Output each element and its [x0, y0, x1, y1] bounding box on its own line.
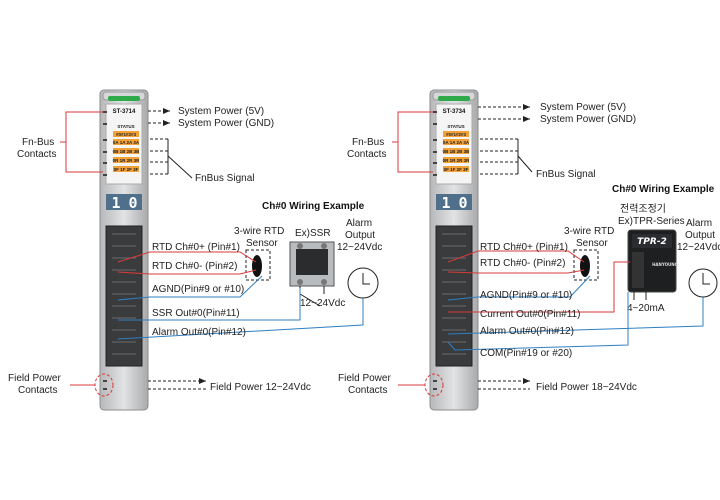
left-system-power-gnd: System Power (GND): [178, 118, 274, 129]
left-status-label: STATUS: [117, 124, 134, 129]
right-led-row-4: 0F 1F 2F 3F: [444, 167, 469, 172]
left-wire-label-0: RTD Ch#0+ (Pin#1): [152, 242, 240, 253]
left-channel-digit-0: 0: [128, 194, 137, 212]
right-status-bar: [438, 96, 470, 101]
left-wire-ssr: [118, 288, 301, 321]
left-wire-label-3: SSR Out#0(Pin#11): [152, 308, 240, 319]
left-ssr-supply: 12~24Vdc: [300, 298, 345, 309]
right-field-power-pins: [433, 380, 437, 390]
right-controller-brand: HANYOUNG: [652, 262, 678, 267]
right-terminal-slots: [442, 233, 466, 355]
left-fnbus-signal-lines: [150, 138, 193, 179]
right-channel-digit-0: 0: [458, 194, 467, 212]
right-panel: ST-3734 STATUS #0#1#2#3 0A 1A 2A 3A 0B 1…: [338, 89, 720, 411]
right-channel-digit-1: 1: [441, 194, 450, 212]
left-wire-alarm: [117, 298, 364, 340]
left-terminal-block: [105, 225, 143, 367]
left-field-power: Field Power 12~24Vdc: [210, 382, 311, 393]
right-fnbus-pins: [433, 111, 437, 176]
left-wire-label-4: Alarm Out#0(Pin#12): [152, 327, 246, 338]
left-led-row-3: 0R 1R 2R 3R: [113, 158, 141, 163]
left-ssr-device: [289, 241, 335, 287]
left-system-power-5v: System Power (5V): [178, 106, 264, 117]
right-rtd-sensor: [580, 255, 590, 277]
right-channel-display: [436, 194, 472, 210]
right-wire-label-3: Current Out#0(Pin#11): [480, 309, 580, 320]
right-led-row-3: 0R 1R 2R 3R: [443, 158, 471, 163]
left-channel-display: [106, 194, 142, 210]
left-channel-digit-1: 1: [111, 194, 120, 212]
right-wire-label-2: AGND(Pin#9 or #10): [480, 290, 572, 301]
left-ssr-label: Ex)SSR: [295, 228, 331, 239]
right-led-row-1: 0A 1A 2A 3A: [443, 140, 470, 145]
left-led-row-2: 0B 1B 2B 3B: [113, 149, 141, 154]
right-fnbus-signal: FnBus Signal: [536, 169, 595, 180]
right-terminal-block: [435, 225, 473, 367]
right-current-range: 4~20mA: [627, 303, 665, 314]
left-fnbus-signal: FnBus Signal: [195, 173, 254, 184]
right-controller-leads: [633, 292, 647, 300]
left-field-power-pins: [103, 380, 107, 390]
right-wire-com: [447, 292, 629, 351]
left-wire-agnd: [117, 275, 263, 301]
right-wire-current: [448, 261, 630, 313]
right-led-row-2: 0B 1B 2B 3B: [443, 149, 471, 154]
right-controller-face: TPR-2: [637, 237, 667, 247]
right-led-row-0: #0#1#2#3: [446, 132, 467, 137]
right-wire-label-5: COM(Pin#19 or #20): [480, 348, 572, 359]
left-fnbus-bracket: [60, 111, 103, 173]
right-system-power-gnd: System Power (GND): [540, 114, 636, 125]
right-wire-rtd-minus: [447, 269, 585, 274]
right-module-id: ST-3734: [443, 109, 466, 115]
left-alarm-clock-hands: [362, 273, 370, 285]
left-led-row-0: #0#1#2#3: [116, 132, 137, 137]
right-wire-agnd: [447, 275, 591, 301]
left-wiring-title: Ch#0 Wiring Example: [262, 201, 365, 212]
right-wire-label-4: Alarm Out#0(Pin#12): [480, 326, 574, 337]
left-led-row-4: 0F 1F 2F 3F: [114, 167, 139, 172]
left-led-grid: #0#1#2#3 0A 1A 2A 3A 0B 1B 2B 3B 0R 1R 2…: [113, 131, 141, 172]
right-alarm-clock-hands: [702, 273, 710, 285]
right-status-label: STATUS: [447, 124, 464, 129]
left-wire-label-2: AGND(Pin#9 or #10): [152, 284, 244, 295]
right-field-power: Field Power 18~24Vdc: [536, 382, 637, 393]
left-fnbus-pins: [103, 111, 107, 176]
left-panel: ST-3714 STATUS #0#1#2#3 0A 1A 2A 3A 0B 1…: [8, 89, 382, 411]
right-fnbus-bracket: [392, 111, 433, 173]
right-wiring-title: Ch#0 Wiring Example: [612, 184, 715, 195]
right-system-power-5v: System Power (5V): [540, 102, 626, 113]
left-module-id: ST-3714: [113, 109, 136, 115]
right-wire-alarm: [447, 297, 704, 335]
left-status-bar: [108, 96, 140, 101]
left-wire-label-1: RTD Ch#0- (Pin#2): [152, 261, 237, 272]
right-wire-label-0: RTD Ch#0+ (Pin#1): [480, 242, 568, 253]
left-rtd-sensor: [252, 255, 262, 277]
right-fnbus-signal-lines: [480, 138, 533, 175]
left-wire-rtd-plus: [117, 251, 257, 263]
left-wire-rtd-minus: [117, 269, 257, 275]
right-led-grid: #0#1#2#3 0A 1A 2A 3A 0B 1B 2B 3B 0R 1R 2…: [443, 131, 471, 172]
right-wire-label-1: RTD Ch#0- (Pin#2): [480, 258, 565, 269]
left-led-row-1: 0A 1A 2A 3A: [113, 140, 140, 145]
right-power-controller: TPR-2 HANYOUNG: [627, 229, 678, 293]
right-wire-rtd-plus: [447, 250, 585, 263]
